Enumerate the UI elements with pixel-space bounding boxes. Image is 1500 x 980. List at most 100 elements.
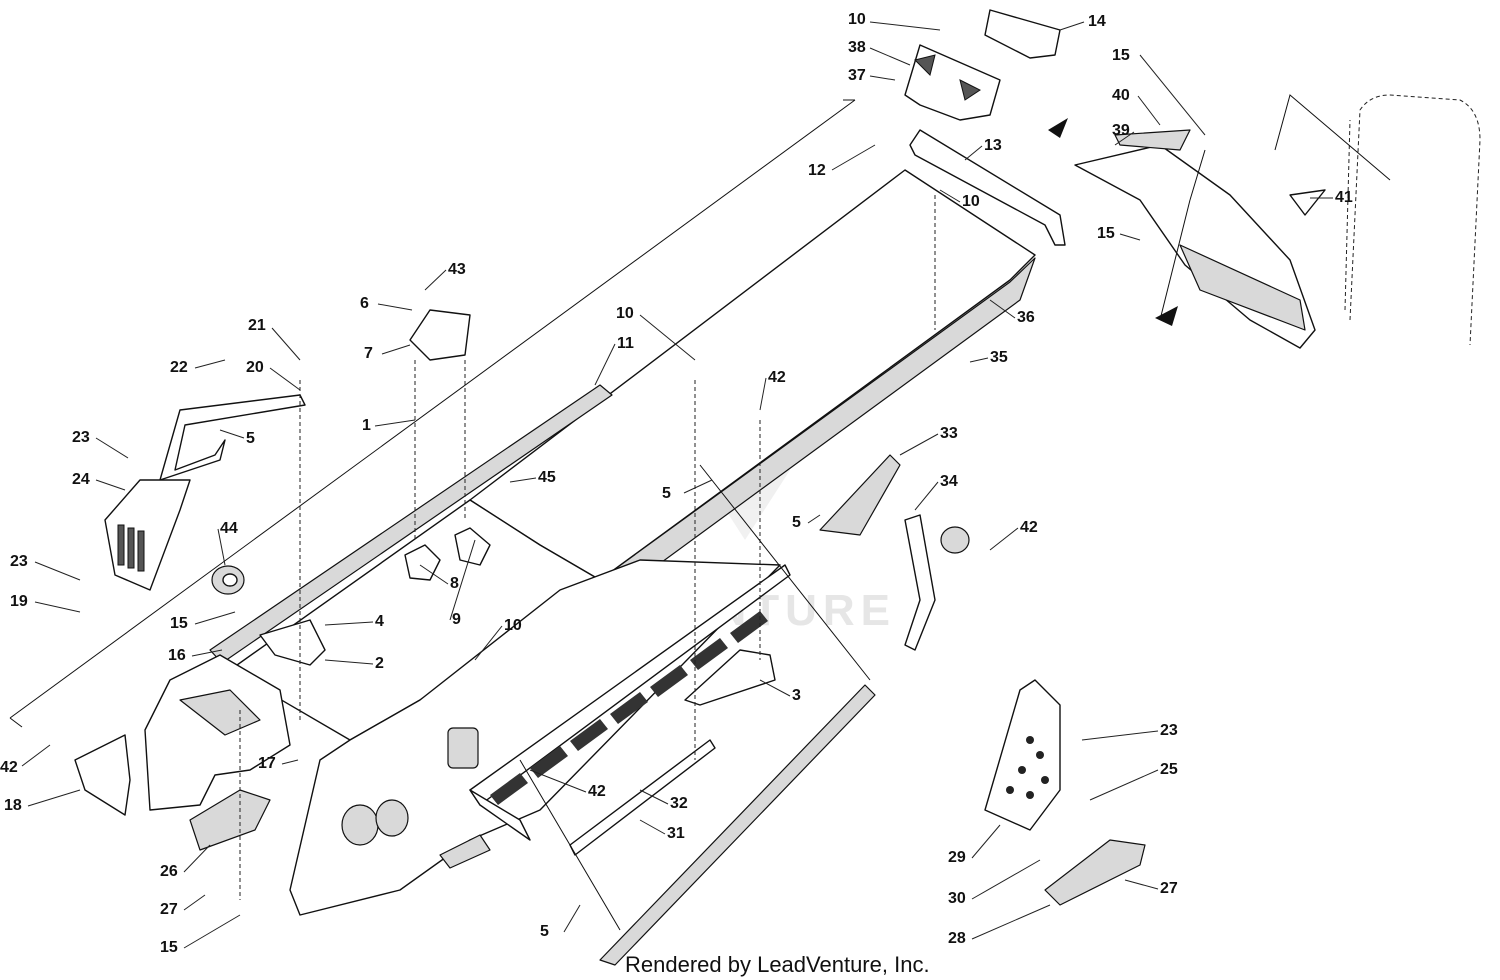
callout-leader-36 (989, 299, 1016, 319)
callout-label-24: 24 (72, 471, 90, 488)
callout-leader-12 (831, 144, 876, 171)
step-plate-29 (984, 679, 1061, 831)
footer-text: Rendered by LeadVenture, Inc. (625, 952, 930, 977)
callout-label-26: 26 (160, 863, 178, 880)
callout-label-42: 42 (768, 369, 786, 386)
callout-label-33: 33 (940, 425, 958, 442)
callout-leader-2 (324, 659, 374, 665)
callout-leader-42 (759, 377, 767, 411)
callout-leader-5 (219, 429, 245, 439)
callout-leader-29 (971, 824, 1001, 859)
callout-leader-10 (639, 314, 696, 361)
callout-leader-31 (639, 819, 666, 835)
callout-leader-16 (191, 649, 223, 657)
callout-leader-42 (21, 744, 51, 767)
callout-label-39: 39 (1112, 122, 1130, 139)
guard-24 (104, 479, 191, 591)
callout-label-4: 4 (375, 613, 384, 630)
bracket-18 (74, 734, 131, 816)
callout-label-15: 15 (170, 615, 188, 632)
callout-label-15: 15 (1112, 47, 1130, 64)
callout-label-41: 41 (1335, 189, 1353, 206)
callout-leader-27 (1124, 879, 1159, 890)
callout-label-12: 12 (808, 162, 826, 179)
callout-label-17: 17 (258, 755, 276, 772)
hitch-plate-38 (904, 44, 1001, 121)
callout-leader-23 (1081, 730, 1159, 741)
bracket-33 (819, 454, 901, 536)
callout-label-18: 18 (4, 797, 22, 814)
fastener-paths (239, 149, 1206, 931)
clip-2 (259, 619, 326, 666)
callout-leader-20 (269, 367, 301, 391)
callout-label-31: 31 (667, 825, 685, 842)
callout-leader-6 (377, 303, 413, 311)
callout-label-6: 6 (360, 295, 369, 312)
callout-label-5: 5 (662, 485, 671, 502)
footrest-26 (189, 789, 271, 851)
callout-label-20: 20 (246, 359, 264, 376)
callout-leader-38 (869, 47, 911, 66)
callout-label-42: 42 (1020, 519, 1038, 536)
callout-leader-10 (474, 625, 503, 661)
callout-label-5: 5 (540, 923, 549, 940)
callout-leader-5 (563, 904, 581, 933)
callout-label-21: 21 (248, 317, 266, 334)
callout-leader-35 (969, 357, 989, 363)
callout-leader-22 (194, 359, 226, 369)
front-bulkhead (144, 654, 291, 811)
callout-label-10: 10 (962, 193, 980, 210)
callout-label-10: 10 (504, 617, 522, 634)
callout-leader-45 (509, 477, 537, 483)
callout-label-2: 2 (375, 655, 384, 672)
strap-34 (904, 514, 970, 651)
assembly-outline (9, 99, 856, 728)
callout-leader-42 (989, 527, 1019, 551)
callout-leader-15 (194, 611, 236, 625)
callout-leader-15 (1139, 54, 1206, 136)
callout-leader-8 (419, 564, 449, 585)
callout-label-14: 14 (1088, 13, 1106, 30)
callout-label-23: 23 (1160, 722, 1178, 739)
callout-leader-43 (424, 269, 447, 291)
rear-bracket-13 (909, 129, 1066, 246)
callout-leader-34 (914, 481, 939, 511)
callout-leader-18 (27, 789, 81, 807)
callout-label-8: 8 (450, 575, 459, 592)
callout-label-15: 15 (160, 939, 178, 956)
callout-leader-9 (449, 539, 476, 621)
callout-label-7: 7 (364, 345, 373, 362)
callout-label-3: 3 (792, 687, 801, 704)
callout-leader-17 (281, 759, 299, 765)
callout-label-15: 15 (1097, 225, 1115, 242)
callout-leader-28 (971, 904, 1051, 940)
callout-label-25: 25 (1160, 761, 1178, 778)
callout-leader-39 (1114, 131, 1135, 146)
callout-label-19: 19 (10, 593, 28, 610)
callout-label-5: 5 (792, 514, 801, 531)
callout-leader-3 (759, 679, 791, 697)
callout-leader-19 (34, 601, 81, 613)
callout-label-22: 22 (170, 359, 188, 376)
callout-label-44: 44 (220, 520, 238, 537)
callout-leader-23 (95, 437, 129, 459)
callout-leader-33 (899, 433, 939, 456)
callout-label-37: 37 (848, 67, 866, 84)
callout-leader-26 (183, 844, 211, 873)
callout-leader-15 (1119, 233, 1141, 241)
callout-label-10: 10 (616, 305, 634, 322)
rail-31 (599, 684, 876, 966)
callout-label-5: 5 (246, 430, 255, 447)
callout-label-42: 42 (588, 783, 606, 800)
callout-leader-42 (529, 769, 587, 793)
hitch-block-14 (984, 9, 1061, 59)
callout-label-42: 42 (0, 759, 18, 776)
footrest-28 (1044, 839, 1146, 906)
callout-leader-14 (1059, 21, 1085, 31)
callout-label-30: 30 (948, 890, 966, 907)
callout-leader-4 (324, 621, 374, 626)
reference-arrow-icons (1048, 118, 1178, 326)
callout-leader-24 (95, 479, 126, 491)
